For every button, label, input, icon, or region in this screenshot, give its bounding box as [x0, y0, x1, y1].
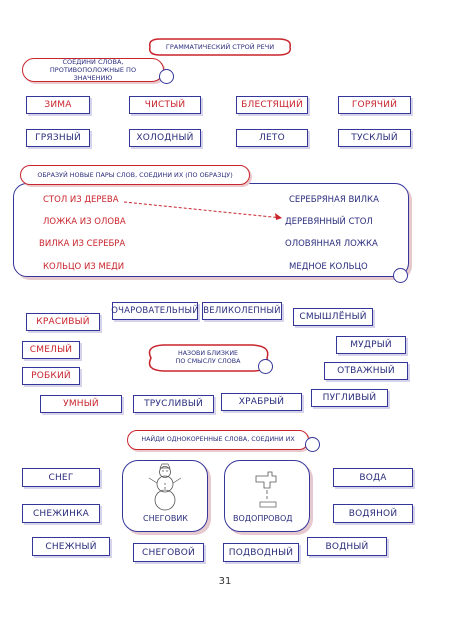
phrase-left-4[interactable]: КОЛЬЦО ИЗ МЕДИ: [43, 262, 125, 272]
word-podvodny[interactable]: ПОДВОДНЫЙ: [223, 543, 299, 562]
snowman-card[interactable]: [122, 460, 208, 532]
word-otvazhny[interactable]: ОТВАЖНЫЙ: [324, 362, 408, 380]
page-number: 31: [218, 576, 232, 587]
checkmark-circle-3[interactable]: [258, 359, 273, 374]
phrase-left-3[interactable]: ВИЛКА ИЗ СЕРЕБРА: [39, 239, 126, 249]
word-kholodny[interactable]: ХОЛОДНЫЙ: [129, 129, 201, 147]
word-vodyanoy[interactable]: ВОДЯНОЙ: [333, 504, 413, 523]
word-snezhny[interactable]: СНЕЖНЫЙ: [32, 537, 110, 556]
word-sneg[interactable]: СНЕГ: [22, 468, 100, 487]
word-umny[interactable]: УМНЫЙ: [40, 395, 122, 413]
word-blestyashchiy[interactable]: БЛЕСТЯЩИЙ: [236, 96, 308, 114]
word-snegovoy[interactable]: СНЕГОВОЙ: [133, 543, 204, 562]
word-goryachiy[interactable]: ГОРЯЧИЙ: [338, 96, 411, 114]
instruction-synonyms: НАЗОВИ БЛИЗКИЕ ПО СМЫСЛУ СЛОВА: [145, 342, 273, 374]
word-gryazny[interactable]: ГРЯЗНЫЙ: [26, 129, 90, 147]
checkmark-circle-4[interactable]: [305, 437, 320, 452]
instruction-antonyms: СОЕДИНИ СЛОВА, ПРОТИВОПОЛОЖНЫЕ ПО ЗНАЧЕН…: [22, 58, 164, 82]
page-title: ГРАММАТИЧЕСКИЙ СТРОЙ РЕЧИ: [165, 43, 275, 51]
word-tuskly[interactable]: ТУСКЛЫЙ: [338, 129, 411, 147]
checkmark-circle-2[interactable]: [393, 268, 408, 283]
word-zima[interactable]: ЗИМА: [26, 96, 90, 114]
phrase-right-4[interactable]: МЕДНОЕ КОЛЬЦО: [289, 262, 368, 272]
instruction-word-pairs-text: ОБРАЗУЙ НОВЫЕ ПАРЫ СЛОВ, СОЕДИНИ ИХ (ПО …: [37, 171, 233, 179]
title-banner: ГРАММАТИЧЕСКИЙ СТРОЙ РЕЧИ: [146, 36, 294, 58]
instruction-antonyms-text: СОЕДИНИ СЛОВА, ПРОТИВОПОЛОЖНЫЕ ПО ЗНАЧЕН…: [49, 57, 137, 83]
instruction-word-pairs: ОБРАЗУЙ НОВЫЕ ПАРЫ СЛОВ, СОЕДИНИ ИХ (ПО …: [20, 165, 250, 185]
word-puglivy[interactable]: ПУГЛИВЫЙ: [311, 389, 388, 407]
word-mudry[interactable]: МУДРЫЙ: [336, 336, 406, 354]
word-khrabry[interactable]: ХРАБРЫЙ: [221, 393, 302, 411]
word-ocharovatelny[interactable]: ОЧАРОВАТЕЛЬНЫЙ: [111, 302, 199, 320]
word-velikolepny[interactable]: ВЕЛИКОЛЕПНЫЙ: [202, 302, 282, 320]
word-voda[interactable]: ВОДА: [333, 468, 413, 487]
phrase-left-1[interactable]: СТОЛ ИЗ ДЕРЕВА: [43, 195, 119, 205]
word-chisty[interactable]: ЧИСТЫЙ: [129, 96, 201, 114]
example-arrow: [123, 201, 283, 220]
phrase-right-1[interactable]: СЕРЕБРЯНАЯ ВИЛКА: [289, 195, 379, 205]
word-vodny[interactable]: ВОДНЫЙ: [307, 537, 387, 556]
word-truslivy[interactable]: ТРУСЛИВЫЙ: [133, 395, 214, 413]
word-smely[interactable]: СМЕЛЫЙ: [22, 341, 80, 359]
word-krasivy[interactable]: КРАСИВЫЙ: [26, 313, 100, 331]
word-leto[interactable]: ЛЕТО: [236, 129, 308, 147]
word-smyshleny[interactable]: СМЫШЛЁНЫЙ: [293, 308, 373, 326]
checkmark-circle-1[interactable]: [159, 69, 174, 84]
instruction-cognates-text: НАЙДИ ОДНОКОРЕННЫЕ СЛОВА, СОЕДИНИ ИХ: [141, 436, 295, 444]
phrase-right-3[interactable]: ОЛОВЯННАЯ ЛОЖКА: [285, 239, 378, 249]
instruction-cognates: НАЙДИ ОДНОКОРЕННЫЕ СЛОВА, СОЕДИНИ ИХ: [127, 430, 309, 450]
instruction-synonyms-text: НАЗОВИ БЛИЗКИЕ ПО СМЫСЛУ СЛОВА: [175, 349, 241, 365]
water-pipe-label: ВОДОПРОВОД: [233, 514, 293, 523]
snowman-label: СНЕГОВИК: [143, 514, 188, 523]
word-pairs-frame: [13, 183, 409, 277]
phrase-left-2[interactable]: ЛОЖКА ИЗ ОЛОВА: [43, 217, 126, 227]
snowman-icon: [148, 463, 182, 511]
word-robky[interactable]: РОБКИЙ: [22, 367, 80, 385]
word-snezhinka[interactable]: СНЕЖИНКА: [22, 504, 100, 523]
phrase-right-2[interactable]: ДЕРЕВЯННЫЙ СТОЛ: [285, 217, 373, 227]
faucet-icon: [255, 471, 277, 508]
